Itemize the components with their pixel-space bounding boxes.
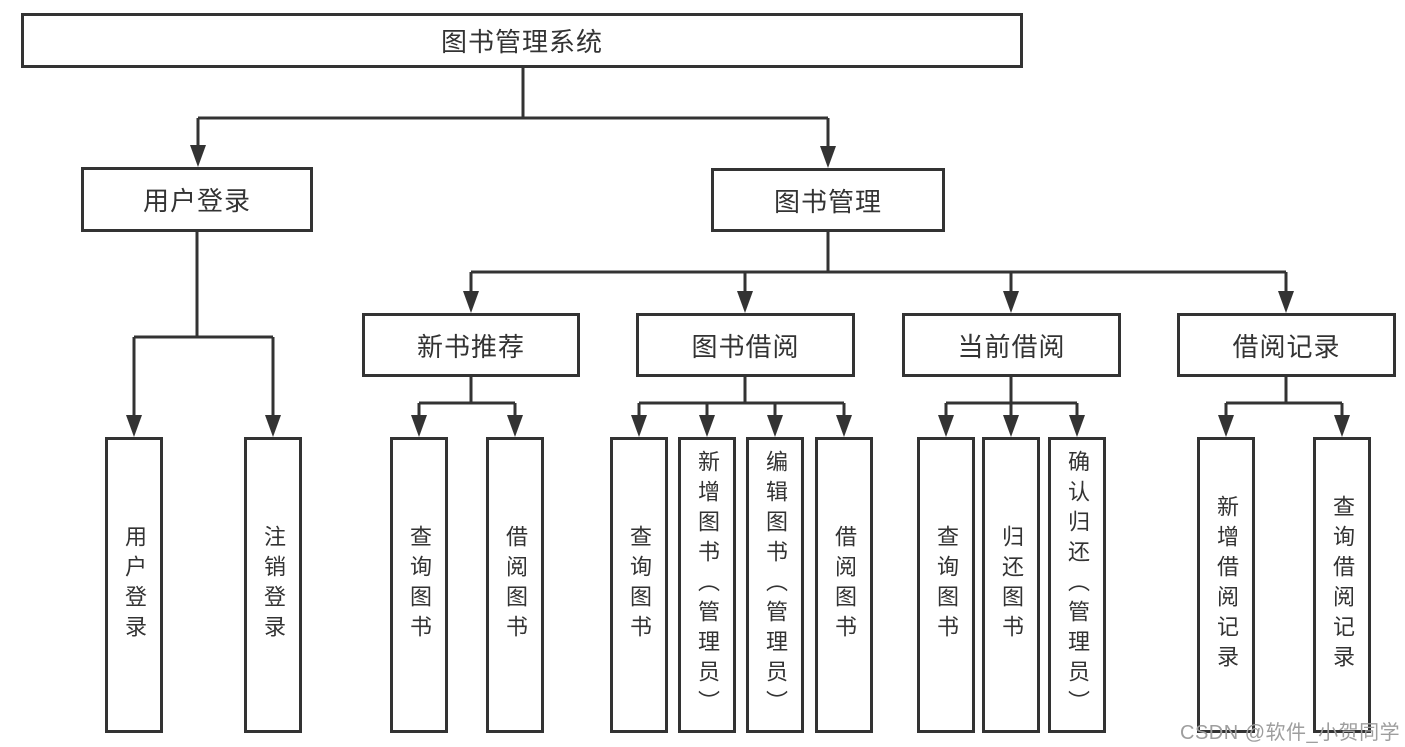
connector-newbook-to-leaves: [417, 377, 517, 420]
leaf-confirm-return-admin: 确认归还（管理员）: [1048, 437, 1106, 733]
connector-userlogin-to-leaves: [132, 232, 275, 420]
leaf-logout: 注销登录: [244, 437, 302, 733]
connector-records-to-leaves: [1224, 377, 1344, 420]
node-current-borrowing: 当前借阅: [902, 313, 1121, 377]
connector-root-to-level2: [196, 68, 830, 151]
arrowhead: [836, 415, 852, 437]
arrowhead: [820, 146, 836, 168]
leaf-query-books-current: 查询图书: [917, 437, 975, 733]
arrowhead: [767, 415, 783, 437]
arrowhead: [1003, 291, 1019, 313]
leaf-query-books-borrow: 查询图书: [610, 437, 668, 733]
arrowhead: [938, 415, 954, 437]
node-library-management-system: 图书管理系统: [21, 13, 1023, 68]
leaf-edit-books-admin: 编辑图书（管理员）: [746, 437, 804, 733]
connector-current-to-leaves: [944, 377, 1079, 420]
node-book-management: 图书管理: [711, 168, 945, 232]
arrowhead: [463, 291, 479, 313]
leaf-borrow-books-recommend: 借阅图书: [486, 437, 544, 733]
leaf-add-borrow-record: 新增借阅记录: [1197, 437, 1255, 733]
arrowhead: [737, 291, 753, 313]
leaf-user-login: 用户登录: [105, 437, 163, 733]
arrowhead: [126, 415, 142, 437]
arrowhead: [265, 415, 281, 437]
node-user-login: 用户登录: [81, 167, 313, 232]
arrowhead: [1334, 415, 1350, 437]
node-borrowing-records: 借阅记录: [1177, 313, 1396, 377]
connector-borrow-to-leaves: [637, 377, 846, 420]
arrowhead: [631, 415, 647, 437]
leaf-borrow-books: 借阅图书: [815, 437, 873, 733]
arrowhead: [699, 415, 715, 437]
leaf-return-books: 归还图书: [982, 437, 1040, 733]
arrowhead: [1003, 415, 1019, 437]
arrowhead: [1278, 291, 1294, 313]
csdn-watermark: CSDN @软件_小贺同学: [1180, 722, 1401, 744]
node-new-book-recommendation: 新书推荐: [362, 313, 580, 377]
leaf-query-books-recommend: 查询图书: [390, 437, 448, 733]
connector-bookmgmt-to-level3: [469, 232, 1288, 296]
arrowhead: [507, 415, 523, 437]
node-book-borrowing: 图书借阅: [636, 313, 855, 377]
arrowhead: [1218, 415, 1234, 437]
arrowhead: [411, 415, 427, 437]
leaf-query-borrow-record: 查询借阅记录: [1313, 437, 1371, 733]
arrowhead: [1069, 415, 1085, 437]
leaf-add-books-admin: 新增图书（管理员）: [678, 437, 736, 733]
arrowhead: [190, 145, 206, 167]
